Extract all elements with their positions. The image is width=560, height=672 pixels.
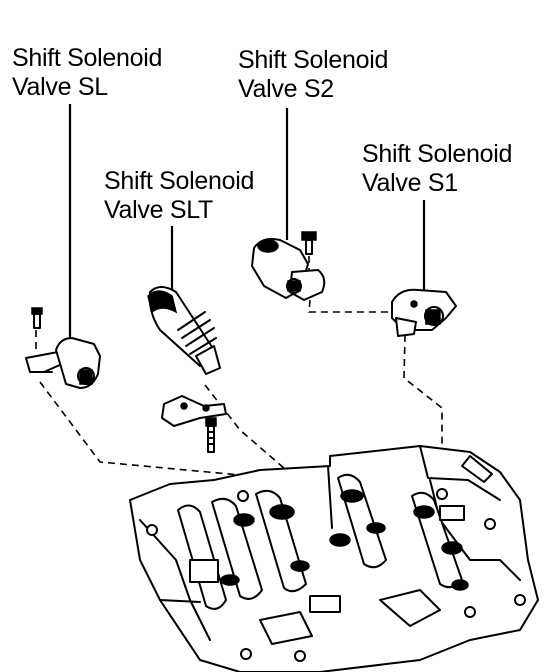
label-s1-line1: Shift Solenoid xyxy=(362,140,513,168)
label-s2-line1: Shift Solenoid xyxy=(238,46,389,74)
label-shift-solenoid-valve-sl: Shift Solenoid Valve SL xyxy=(12,44,162,102)
label-shift-solenoid-valve-slt: Shift Solenoid Valve SLT xyxy=(104,167,254,225)
leader-lines xyxy=(68,104,426,345)
label-sl-line1: Shift Solenoid xyxy=(12,44,163,72)
label-sl-line2: Valve SL xyxy=(12,73,108,101)
solenoid-s2-part xyxy=(251,231,326,301)
label-s1-line2: Valve S1 xyxy=(362,169,458,197)
solenoid-sl-part xyxy=(25,307,101,389)
solenoid-s1-part xyxy=(391,288,457,337)
solenoid-slt-part xyxy=(147,286,227,453)
label-shift-solenoid-valve-s2: Shift Solenoid Valve S2 xyxy=(238,46,388,104)
dash-sl xyxy=(39,381,244,493)
label-slt-line1: Shift Solenoid xyxy=(104,167,255,195)
dash-s2 xyxy=(308,299,399,329)
label-slt-line2: Valve SLT xyxy=(104,196,213,224)
label-s2-line2: Valve S2 xyxy=(238,75,334,103)
label-shift-solenoid-valve-s1: Shift Solenoid Valve S1 xyxy=(362,140,512,198)
valve-body-part xyxy=(129,445,539,672)
